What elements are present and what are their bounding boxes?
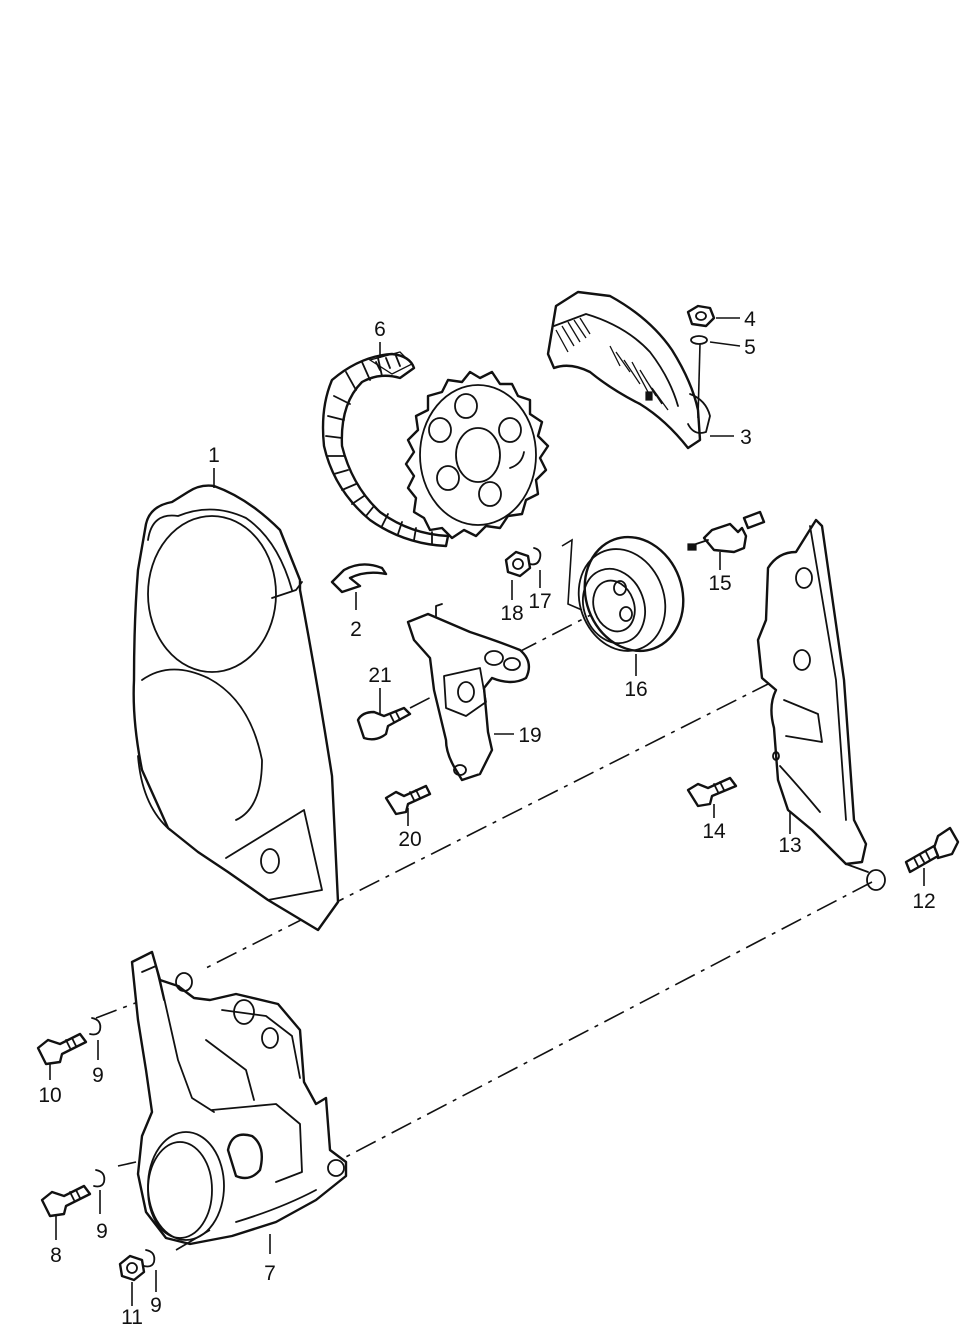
bolt-20 [384,784,432,816]
stud-bolt-15 [687,510,766,554]
callout-10: 10 [38,1084,61,1107]
callout-20: 20 [398,828,421,851]
callout-9-middle: 9 [96,1220,108,1243]
bolt-12 [904,826,960,874]
callout-11: 11 [121,1306,143,1326]
callout-14: 14 [702,820,726,843]
callout-18: 18 [500,602,523,625]
callout-6: 6 [374,318,386,341]
callout-labels: 1 2 3 4 5 6 7 8 9 9 9 10 11 12 13 14 15 … [38,308,935,1326]
spring-washer-9-lower [143,1249,156,1268]
callout-21: 21 [368,664,391,687]
bolt-21 [356,706,412,741]
callout-7: 7 [264,1262,276,1285]
bolt-14 [686,751,780,808]
callout-1: 1 [208,444,220,467]
side-cover-plate [756,518,886,891]
bolt-8 [40,1184,92,1218]
callout-15: 15 [708,572,731,595]
callout-17: 17 [528,590,551,613]
callout-19: 19 [518,724,541,747]
callout-3: 3 [740,426,752,449]
callout-9-upper: 9 [92,1064,104,1087]
spring-washer-5 [690,335,708,419]
lower-timing-belt-cover [130,950,348,1246]
bolt-10 [36,1032,88,1066]
callout-16: 16 [624,678,647,701]
callout-8: 8 [50,1244,62,1267]
toothed-belt [321,351,450,548]
rear-timing-cover-shield [546,290,711,450]
callout-13: 13 [778,834,801,857]
hex-nut-11 [118,1254,146,1282]
callout-2: 2 [350,618,362,641]
hex-nut-18 [504,550,532,578]
camshaft-sprocket [404,370,550,540]
callout-4: 4 [744,308,756,331]
spring-washer-17 [529,538,583,611]
leader-lines [49,317,925,1306]
tensioner-pulley [577,535,685,653]
callout-12: 12 [912,890,935,913]
spring-washer-9-upper [89,1017,102,1036]
callout-5: 5 [744,336,756,359]
spring-washer-9-middle [93,1169,106,1188]
tensioner-bracket [406,603,531,782]
upper-timing-belt-cover [132,484,340,932]
hex-nut-4 [686,304,716,328]
callout-9-lower: 9 [150,1294,162,1317]
retaining-clip [330,563,388,594]
